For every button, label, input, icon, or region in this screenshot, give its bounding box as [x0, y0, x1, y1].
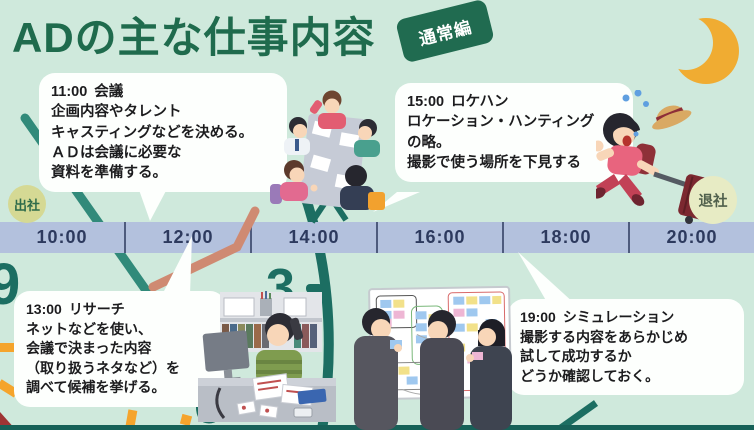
event-line: どうか確認しておく。 — [520, 367, 660, 384]
event-line: ロケーション・ハンティング — [407, 114, 595, 131]
event-line: 会議で決まった内容 — [26, 340, 152, 357]
flying-hat — [652, 105, 692, 130]
clock-tick-dash — [306, 284, 323, 293]
desk-research-illustration — [198, 291, 336, 422]
moon-icon — [664, 16, 739, 84]
timeline-time: 20:00 — [666, 227, 718, 247]
event-line: （取り扱うネタなど）を — [26, 359, 180, 376]
timeline-time: 12:00 — [126, 222, 252, 253]
page-title: ADの主な仕事内容 — [12, 14, 376, 61]
clock-tick — [0, 343, 20, 352]
timeline-time: 18:00 — [504, 222, 630, 253]
event-line: 資料を準備する。 — [51, 165, 167, 182]
event-line: ネットなどを使い、 — [26, 320, 152, 337]
leave-work-badge: 退社 — [689, 176, 737, 224]
meeting-illustration — [270, 90, 385, 224]
whiteboard-simulation-illustration — [354, 285, 512, 430]
clock-tick — [179, 413, 193, 427]
timeline-time: 10:00 — [0, 222, 126, 253]
event-line: 撮影で使う場所を下見する — [407, 154, 581, 171]
event-line: の略。 — [407, 134, 451, 151]
timeline-time: 14:00 — [252, 222, 378, 253]
event-line: 調べて候補を挙げる。 — [26, 379, 166, 396]
speech-bubble-tail — [138, 187, 168, 221]
speech-bubble-tail — [162, 236, 192, 295]
event-line: 企画内容やタレント — [51, 104, 182, 121]
event-line: 撮影する内容をあらかじめ — [520, 328, 688, 345]
clock-tick — [125, 409, 138, 428]
clock-tick — [0, 379, 19, 398]
speech-bubble-tail — [518, 252, 575, 304]
event-line: ＡＤは会議に必要な — [51, 144, 182, 161]
timeline-bar: 10:00 12:00 14:00 16:00 18:00 20:00 — [0, 222, 754, 253]
timeline-time: 16:00 — [378, 222, 504, 253]
arrive-work-badge: 出社 — [8, 185, 46, 223]
event-line: 試して成功するか — [520, 348, 632, 365]
event-line: キャスティングなどを決める。 — [51, 124, 254, 141]
